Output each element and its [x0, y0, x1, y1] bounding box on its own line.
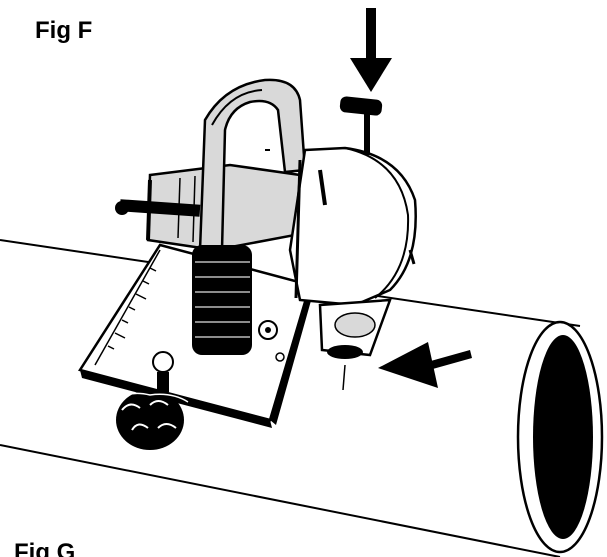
- figure-label-g: Fig G: [14, 539, 76, 557]
- saw-handle[interactable]: [198, 78, 307, 252]
- plate-screw-small: [275, 352, 285, 362]
- arrow-down-icon: [350, 8, 392, 92]
- clamp-knob[interactable]: [114, 351, 189, 450]
- scale-ruler: [94, 249, 161, 366]
- blade-guard: [288, 146, 417, 307]
- figure-label-f: Fig F: [35, 17, 93, 44]
- roller-guide[interactable]: [318, 298, 392, 391]
- plate-screw: [258, 320, 278, 340]
- depth-lever[interactable]: [339, 96, 383, 155]
- side-rod: [115, 199, 201, 217]
- bellows-grip: [192, 245, 252, 355]
- pipe-opening: [533, 335, 593, 539]
- arrow-left-icon: [378, 342, 472, 388]
